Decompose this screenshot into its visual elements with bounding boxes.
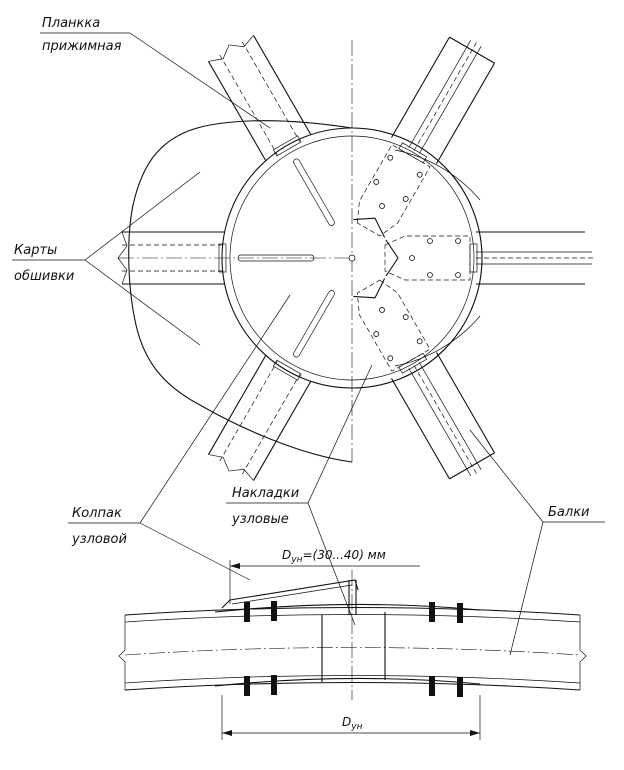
rib-upper-left [293, 158, 335, 226]
node-ring-outer [221, 127, 483, 389]
node-cap [221, 579, 359, 609]
radial-ribs [237, 158, 335, 358]
outer-circle-right [351, 127, 483, 389]
cladding-arc-right-bottom [394, 315, 481, 367]
gusset-right [384, 235, 471, 281]
gusset-upper-right [353, 144, 431, 238]
cladding-arc-right-top [394, 149, 481, 201]
cladding-contour [128, 120, 353, 463]
label-beams: Балки [548, 505, 590, 520]
label-overlays-line1: Накладки [232, 486, 299, 501]
dim-label-top: Dун=(30...40) мм [282, 548, 386, 565]
beams [117, 35, 596, 481]
gusset-plates [353, 144, 471, 372]
dim-top-rest: =(30...40) мм [302, 548, 385, 562]
bolts-top [244, 601, 463, 623]
beam-top-flange [124, 606, 581, 616]
section-view [118, 560, 587, 740]
dim-top-sub: ун [290, 555, 302, 565]
plan-view [117, 35, 596, 481]
label-cards-line2: обшивки [14, 269, 74, 284]
beam-upper-right [391, 36, 495, 164]
dim-top-main: D [282, 548, 291, 562]
label-plank-line1: Планкка [42, 16, 100, 31]
dim-label-bottom: Dун [342, 715, 363, 732]
beam-right [469, 231, 596, 285]
leader-lines [12, 32, 605, 656]
label-cap-line2: узловой [71, 532, 127, 547]
beam-bottom-flange [124, 681, 581, 691]
rib-left [237, 254, 315, 262]
gusset-lower-right [353, 278, 431, 372]
label-cards-line1: Карты [14, 243, 57, 258]
beam-lower-right [391, 352, 495, 480]
label-plank-line2: прижимная [42, 39, 122, 54]
beam-lower-left [208, 354, 312, 481]
dim-bottom-main: D [342, 715, 351, 729]
dim-bottom-sub: ун [350, 722, 362, 732]
node-ring-inner [229, 135, 475, 381]
label-cap-line1: Колпак [72, 506, 122, 521]
beam-left [117, 231, 227, 285]
label-overlays-line2: узловые [231, 512, 289, 527]
bolts-bottom [244, 675, 463, 697]
node-center [348, 254, 356, 262]
rib-lower-left [293, 290, 335, 358]
beam-upper-left [208, 35, 312, 162]
